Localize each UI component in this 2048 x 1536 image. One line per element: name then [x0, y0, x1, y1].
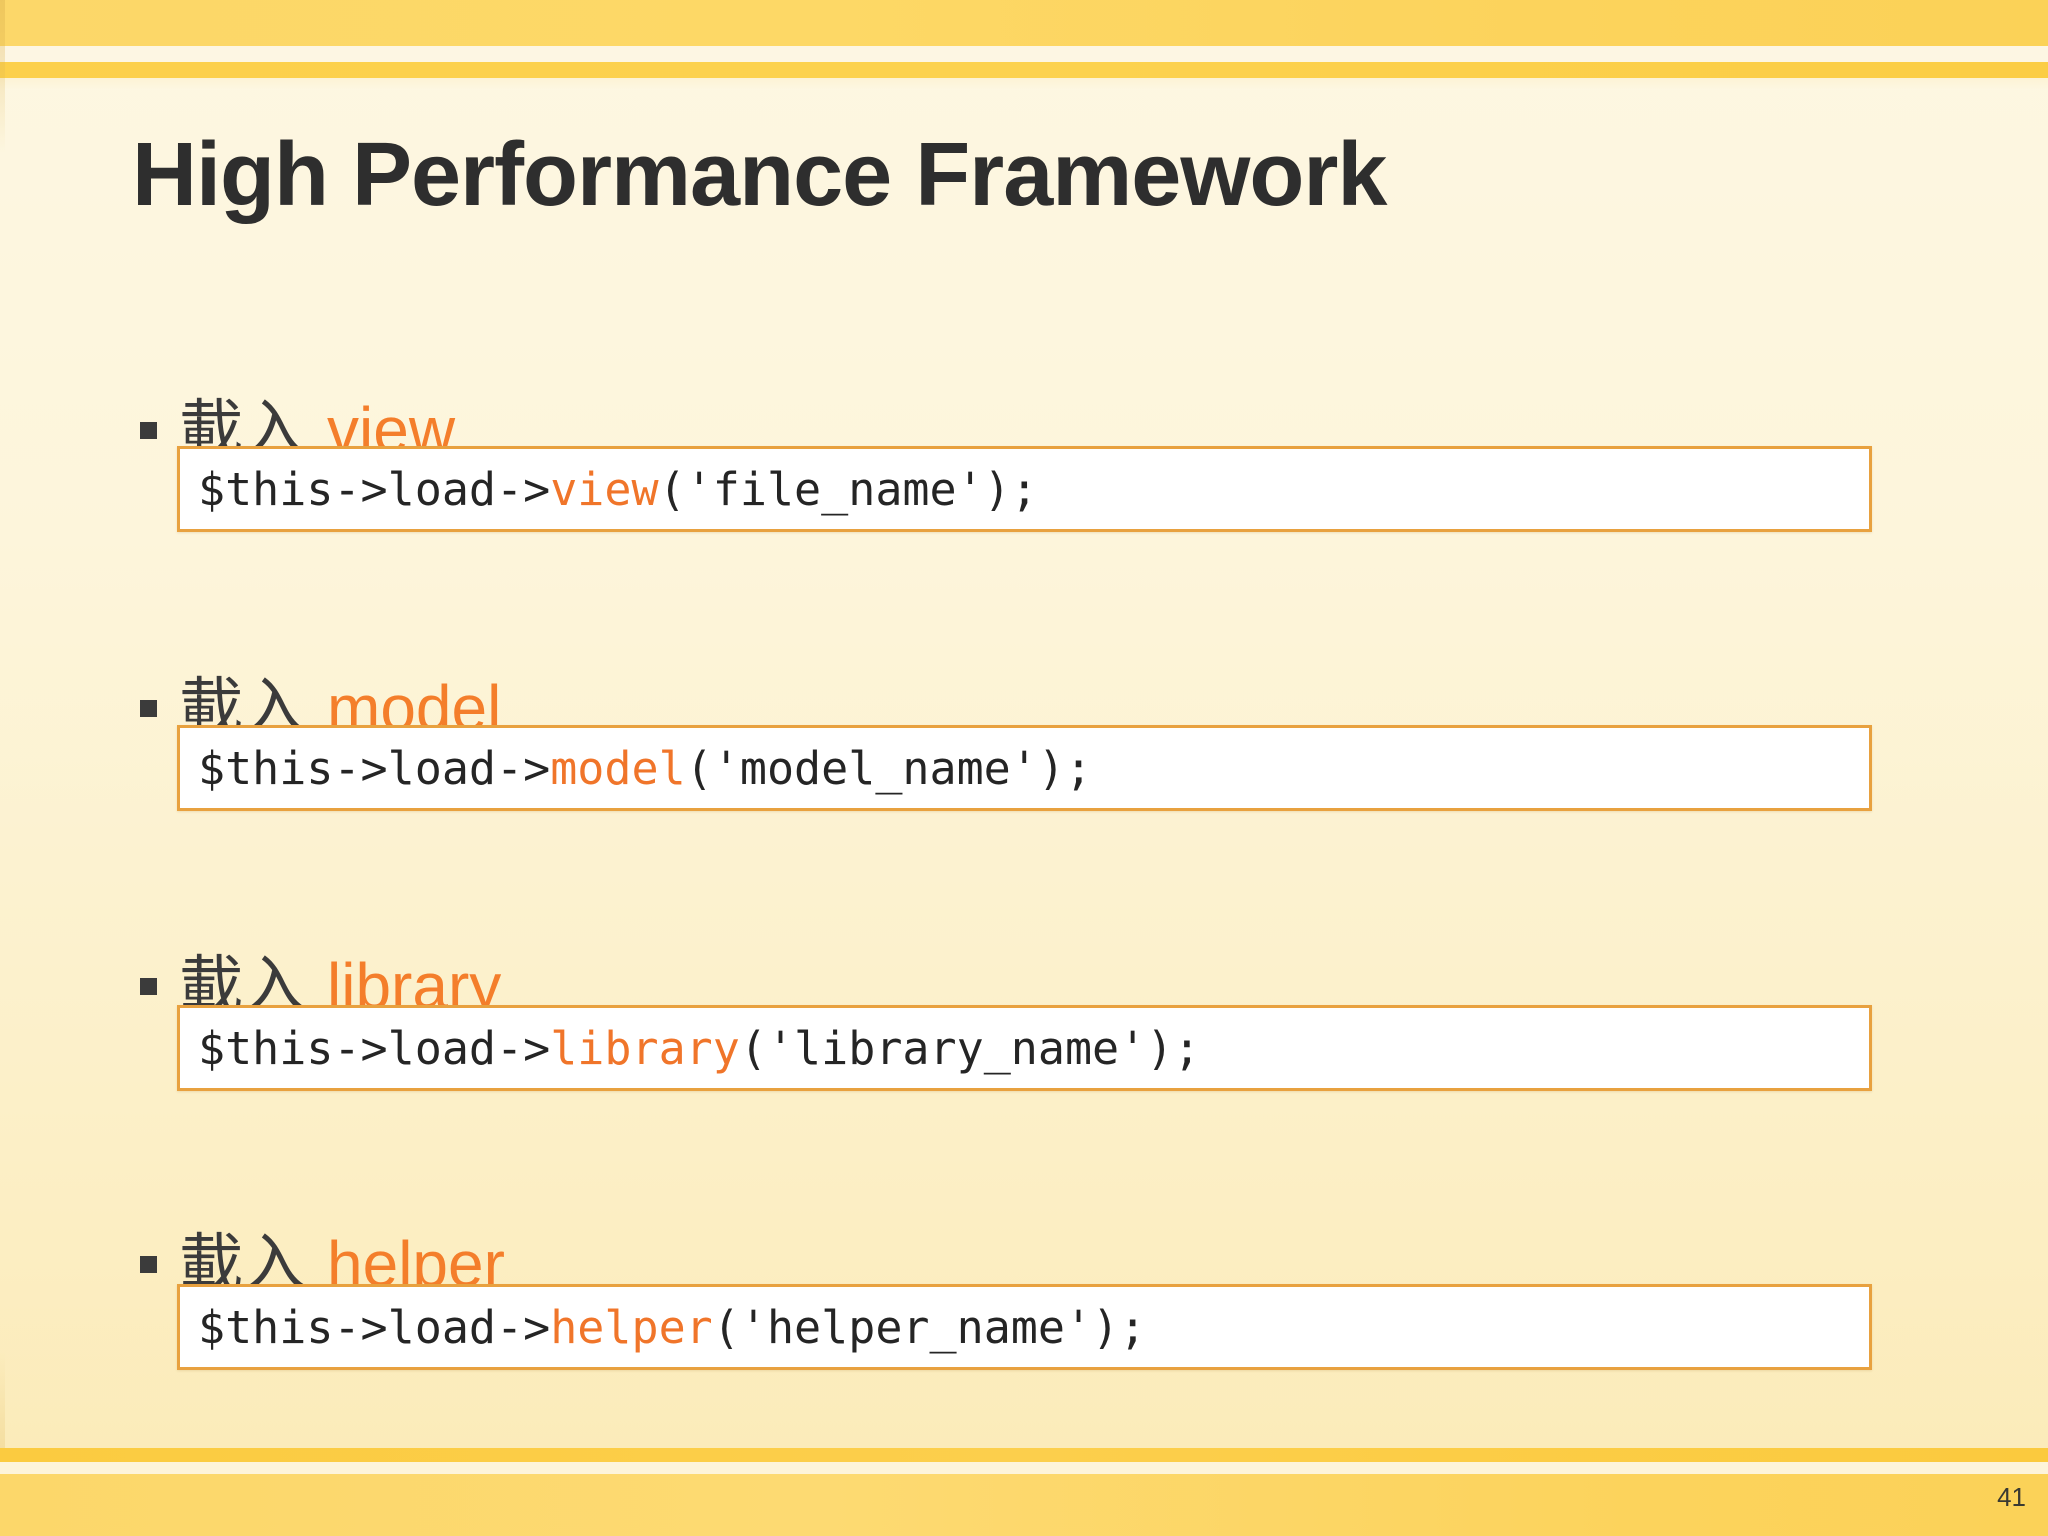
top-decorative-band-fade: [0, 78, 2048, 90]
code-box-model: $this->load->model('model_name');: [177, 725, 1872, 811]
code-prefix: $this->load->: [198, 462, 551, 516]
code-keyword: helper: [550, 1300, 713, 1354]
code-box-helper: $this->load->helper('helper_name');: [177, 1284, 1872, 1370]
code-keyword: view: [550, 462, 659, 516]
code-suffix: ('file_name');: [658, 462, 1038, 516]
bottom-decorative-band-gap: [0, 1462, 2048, 1474]
square-bullet-icon: [140, 1255, 157, 1273]
square-bullet-icon: [140, 977, 157, 995]
code-prefix: $this->load->: [198, 1300, 551, 1354]
top-decorative-band-thick: [0, 0, 2048, 46]
code-box-library: $this->load->library('library_name');: [177, 1005, 1872, 1091]
left-edge-shading: [0, 0, 5, 1536]
top-decorative-band-gap: [0, 46, 2048, 62]
code-line-library: $this->load->library('library_name');: [180, 1022, 1200, 1075]
page-title: High Performance Framework: [132, 125, 1387, 225]
code-keyword: model: [550, 741, 686, 795]
code-suffix: ('library_name');: [739, 1021, 1201, 1075]
bottom-decorative-band-thick: [0, 1474, 2048, 1536]
page-number: 41: [1997, 1482, 2026, 1512]
square-bullet-icon: [140, 421, 157, 439]
code-line-helper: $this->load->helper('helper_name');: [180, 1301, 1146, 1354]
code-keyword: library: [550, 1021, 740, 1075]
top-decorative-band-thin: [0, 62, 2048, 78]
code-suffix: ('helper_name');: [712, 1300, 1147, 1354]
code-line-model: $this->load->model('model_name');: [180, 742, 1092, 795]
bottom-decorative-band-thin: [0, 1448, 2048, 1462]
code-suffix: ('model_name');: [685, 741, 1093, 795]
code-box-view: $this->load->view('file_name');: [177, 446, 1872, 532]
code-prefix: $this->load->: [198, 1021, 551, 1075]
code-line-view: $this->load->view('file_name');: [180, 463, 1038, 516]
square-bullet-icon: [140, 699, 157, 717]
code-prefix: $this->load->: [198, 741, 551, 795]
